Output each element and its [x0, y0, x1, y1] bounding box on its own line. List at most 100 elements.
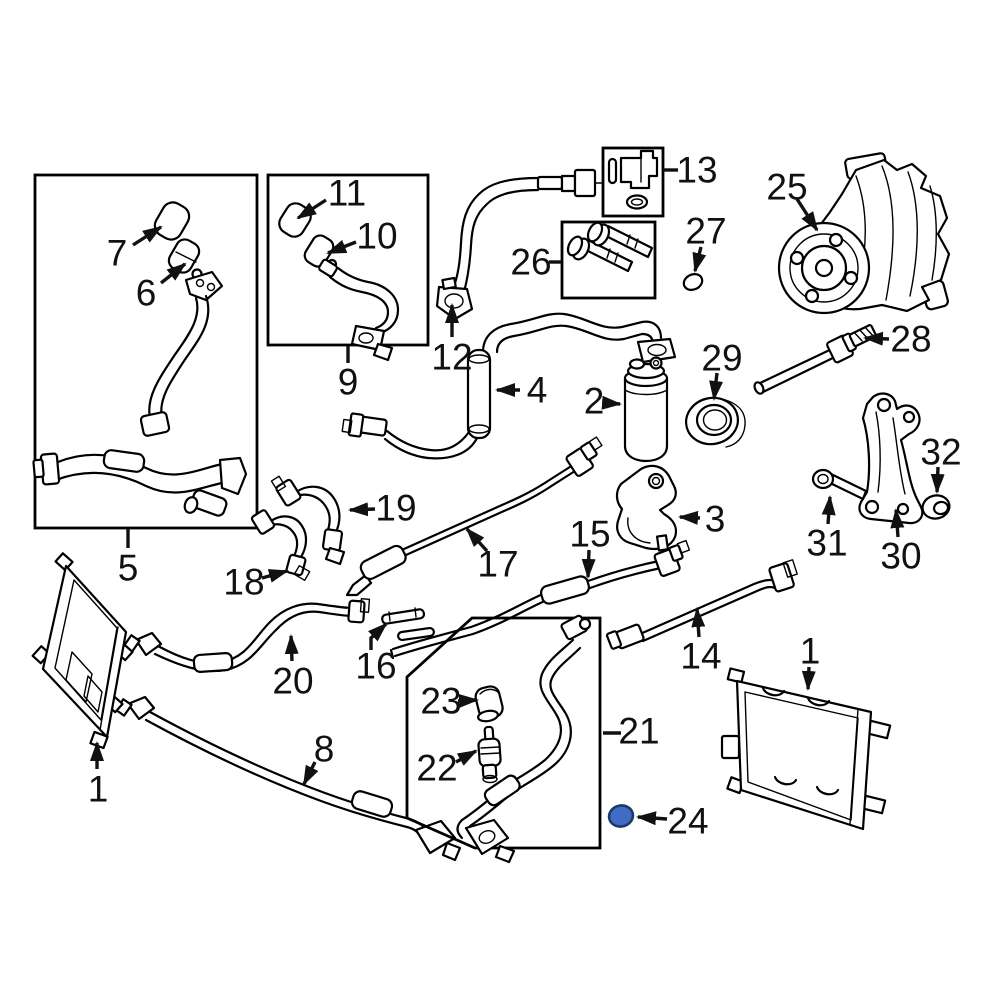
callout-number-16: 16: [355, 646, 396, 687]
callout-number-12: 12: [431, 337, 472, 378]
callout-number-5: 5: [118, 548, 139, 589]
callout-28[interactable]: 28: [863, 319, 932, 360]
part-4-muffler-hose: [341, 312, 677, 460]
callout-number-26: 26: [510, 242, 551, 283]
callout-number-25: 25: [766, 167, 807, 208]
callout-leader-23: [457, 693, 479, 708]
callout-27[interactable]: 27: [685, 211, 727, 273]
part-12-hose: [435, 168, 604, 321]
callout-2[interactable]: 2: [584, 381, 622, 422]
callout-number-22: 22: [416, 748, 457, 789]
callout-number-30: 30: [880, 536, 921, 577]
part-2-receiver-drier: [623, 356, 669, 463]
callout-number-17: 17: [477, 544, 518, 585]
callout-3[interactable]: 3: [678, 499, 726, 540]
callout-number-6: 6: [136, 273, 157, 314]
callout-24[interactable]: 24: [636, 801, 709, 842]
callout-leader-31: [821, 495, 836, 525]
callout-31[interactable]: 31: [806, 495, 848, 564]
callout-5[interactable]: 5: [118, 529, 139, 589]
part-16-tube: [381, 607, 435, 642]
part-25-compressor: [777, 152, 951, 315]
callout-18[interactable]: 18: [223, 562, 289, 603]
callout-19[interactable]: 19: [348, 488, 417, 529]
part-3-bracket: [615, 464, 678, 552]
part-13-sensor: [601, 146, 665, 218]
part-19-hose: [270, 475, 346, 566]
callout-20[interactable]: 20: [272, 634, 314, 702]
part-11-cap: [278, 202, 312, 238]
callout-leader-20: [284, 634, 299, 662]
callout-13[interactable]: 13: [663, 150, 718, 191]
callout-17[interactable]: 17: [465, 527, 519, 585]
callout-leader-14: [691, 607, 706, 638]
callout-number-1-left: 1: [88, 769, 109, 810]
callout-number-9: 9: [338, 362, 359, 403]
callout-number-20: 20: [272, 661, 313, 702]
part-1-condenser-right: [720, 667, 892, 831]
part-24-oring-highlighted[interactable]: [607, 803, 635, 829]
callout-leader-16: [368, 622, 388, 650]
part-21-hose-assembly: [405, 614, 602, 864]
callout-23[interactable]: 23: [420, 681, 479, 722]
callout-7[interactable]: 7: [107, 225, 163, 274]
callout-number-8: 8: [314, 729, 335, 770]
callout-22[interactable]: 22: [416, 748, 478, 789]
callout-leader-15: [581, 549, 596, 579]
callout-1-left[interactable]: 1: [88, 741, 109, 810]
callout-leader-24: [636, 811, 668, 826]
callout-14[interactable]: 14: [680, 607, 722, 677]
callout-32[interactable]: 32: [920, 432, 962, 494]
callout-leader-3: [678, 510, 701, 525]
part-22-valve: [477, 725, 502, 784]
callout-21[interactable]: 21: [603, 711, 660, 752]
callout-number-13: 13: [676, 150, 717, 191]
callout-number-29: 29: [701, 338, 742, 379]
part-17-pipe: [345, 436, 603, 597]
callout-number-11: 11: [328, 173, 366, 214]
callout-9[interactable]: 9: [338, 346, 359, 403]
callout-number-2: 2: [584, 381, 605, 422]
callout-10[interactable]: 10: [326, 216, 398, 257]
callout-number-28: 28: [890, 319, 931, 360]
callout-leader-6: [159, 262, 187, 285]
callout-number-19: 19: [375, 488, 416, 529]
callout-number-3: 3: [705, 499, 726, 540]
callout-26[interactable]: 26: [510, 242, 562, 283]
callout-16[interactable]: 16: [355, 622, 397, 687]
callout-15[interactable]: 15: [569, 514, 611, 579]
part-28-pipe: [753, 324, 877, 395]
callout-leader-29: [709, 372, 724, 401]
part-24-oring[interactable]: [607, 803, 635, 829]
callout-number-27: 27: [685, 211, 726, 252]
callout-leader-32: [930, 466, 945, 494]
callout-6[interactable]: 6: [136, 262, 187, 314]
callout-leader-17: [465, 527, 489, 553]
callout-number-21: 21: [618, 711, 659, 752]
callout-leader-2: [601, 395, 622, 410]
group-box-13: [601, 146, 665, 218]
callout-leader-25: [795, 198, 819, 232]
part-20-hose: [122, 598, 371, 673]
callout-11[interactable]: 11: [296, 173, 366, 220]
callout-leader-27: [692, 246, 707, 273]
part-1-condenser-left: [31, 552, 134, 750]
callout-1-right[interactable]: 1: [800, 631, 821, 691]
callout-4[interactable]: 4: [495, 370, 547, 411]
callout-number-7: 7: [107, 233, 128, 274]
callout-25[interactable]: 25: [766, 167, 819, 232]
callout-8[interactable]: 8: [302, 729, 335, 786]
callout-30[interactable]: 30: [880, 508, 922, 577]
callout-number-15: 15: [569, 514, 610, 555]
callout-12[interactable]: 12: [431, 303, 473, 378]
callout-number-1-right: 1: [800, 631, 821, 672]
callout-29[interactable]: 29: [701, 338, 743, 401]
callout-leader-18: [261, 569, 289, 583]
part-32-bushing: [921, 494, 951, 520]
callout-number-23: 23: [420, 681, 461, 722]
part-12-fitting: [435, 285, 474, 321]
part-27-cap: [682, 273, 704, 291]
